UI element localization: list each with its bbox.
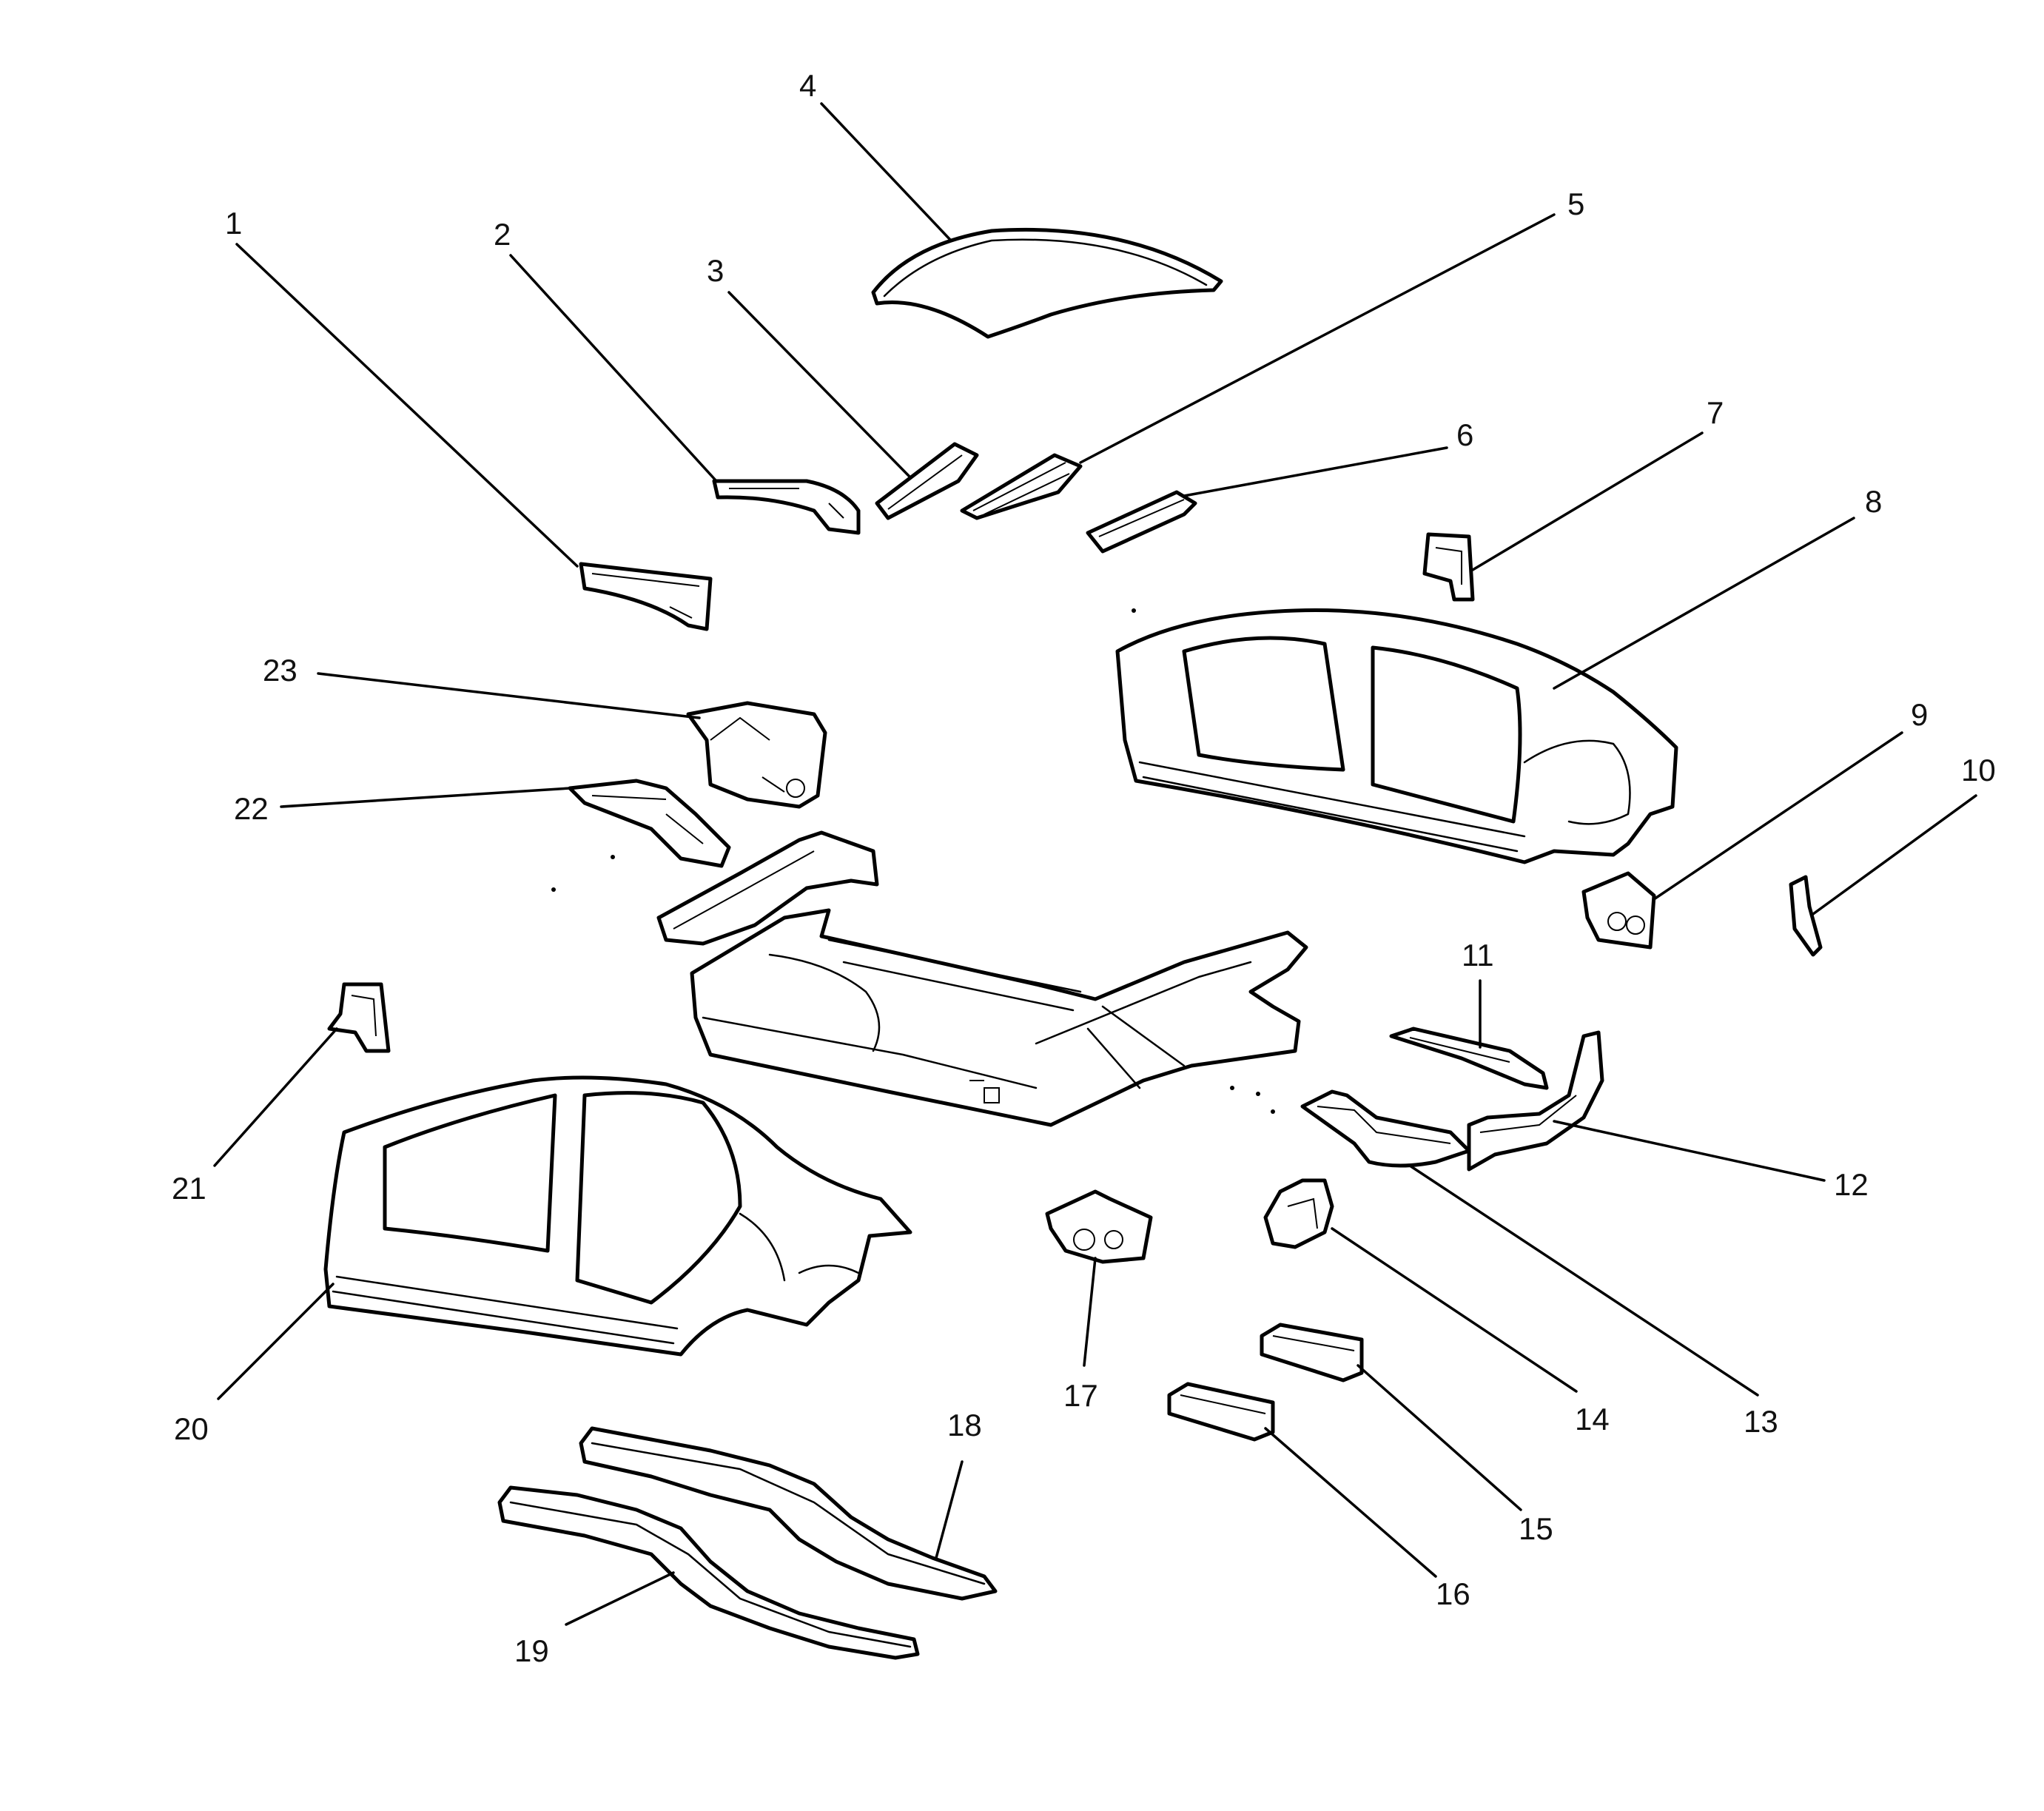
callout-13: 13 xyxy=(1744,1404,1778,1439)
callout-22: 22 xyxy=(234,791,269,826)
callout-9: 9 xyxy=(1911,697,1928,732)
part-roof-bow-rear xyxy=(1086,490,1197,554)
part-left-inner-upper-panel xyxy=(686,701,827,809)
callout-18: 18 xyxy=(947,1408,982,1442)
callout-11: 11 xyxy=(1462,938,1494,972)
part-spare-wheel-well xyxy=(1263,1178,1334,1249)
part-left-front-inner-rail xyxy=(568,779,731,868)
part-rear-rail-extension xyxy=(1389,1027,1549,1090)
callout-numbers: 1 2 3 4 5 6 7 8 9 10 11 12 13 14 15 16 1… xyxy=(172,68,1996,1668)
part-body-side-outer-right xyxy=(1115,608,1678,864)
callout-7: 7 xyxy=(1707,395,1724,430)
callout-3: 3 xyxy=(707,253,724,288)
callout-8: 8 xyxy=(1865,484,1882,519)
callout-1: 1 xyxy=(225,206,242,241)
callout-leader-lines xyxy=(213,102,1977,1626)
leader-line-1 xyxy=(235,243,579,568)
callout-19: 19 xyxy=(514,1633,549,1668)
callout-10: 10 xyxy=(1961,753,1996,787)
leader-line-22 xyxy=(280,787,571,808)
leader-line-19 xyxy=(565,1571,675,1626)
callout-14: 14 xyxy=(1575,1402,1610,1437)
callout-4: 4 xyxy=(799,68,816,103)
loose-fastener-dots xyxy=(551,608,1275,1114)
part-rear-wheelhouse-inner-bracket xyxy=(1045,1189,1153,1264)
leader-line-6 xyxy=(1183,446,1448,497)
part-rear-end-panel-bracket xyxy=(1467,1030,1604,1172)
leader-line-16 xyxy=(1264,1427,1437,1578)
part-roof-bow-middle xyxy=(960,453,1083,520)
leader-line-5 xyxy=(1079,213,1556,464)
leader-line-13 xyxy=(1408,1164,1759,1397)
leader-line-7 xyxy=(1471,431,1704,571)
part-rear-floor-section xyxy=(1300,1089,1471,1168)
leader-line-14 xyxy=(1331,1227,1578,1393)
leader-line-8 xyxy=(1553,517,1855,690)
part-roof-panel xyxy=(871,227,1223,339)
leader-line-12 xyxy=(1553,1120,1826,1182)
leader-line-20 xyxy=(217,1283,334,1400)
callout-2: 2 xyxy=(494,217,511,252)
leader-line-10 xyxy=(1812,794,1977,915)
part-body-side-outer-left xyxy=(323,1075,912,1357)
part-left-pillar-bracket xyxy=(327,982,391,1053)
part-floor-front-crossmember xyxy=(656,830,879,946)
part-right-small-bracket xyxy=(1789,875,1823,957)
callout-17: 17 xyxy=(1063,1378,1098,1413)
leader-line-3 xyxy=(727,291,912,479)
callout-23: 23 xyxy=(263,653,297,688)
part-rear-reinforcement-channel xyxy=(1260,1323,1364,1382)
leader-line-2 xyxy=(509,254,718,483)
part-right-pillar-bracket xyxy=(1422,532,1475,602)
part-front-frame-rail-left xyxy=(497,1485,920,1660)
part-right-rear-wheelhouse-bracket xyxy=(1581,871,1656,950)
callout-21: 21 xyxy=(172,1171,206,1206)
callout-12: 12 xyxy=(1834,1167,1869,1202)
leader-line-18 xyxy=(935,1460,964,1559)
part-front-frame-rail-right xyxy=(579,1426,998,1601)
part-roof-front-header xyxy=(712,479,861,535)
leader-line-23 xyxy=(317,672,701,719)
callout-16: 16 xyxy=(1436,1576,1470,1611)
part-front-header-bracket xyxy=(579,562,713,631)
callout-6: 6 xyxy=(1456,417,1473,452)
part-front-reinforcement-channel xyxy=(1167,1382,1275,1442)
part-floor-pan-assembly xyxy=(690,908,1308,1127)
callout-5: 5 xyxy=(1567,187,1584,221)
leader-line-17 xyxy=(1083,1257,1097,1367)
leader-line-21 xyxy=(213,1027,338,1167)
leader-line-9 xyxy=(1653,731,1903,901)
leader-line-4 xyxy=(820,102,952,242)
part-roof-bow-front xyxy=(875,442,979,520)
callout-20: 20 xyxy=(174,1411,209,1446)
callout-15: 15 xyxy=(1519,1511,1553,1546)
leader-line-15 xyxy=(1356,1364,1522,1511)
